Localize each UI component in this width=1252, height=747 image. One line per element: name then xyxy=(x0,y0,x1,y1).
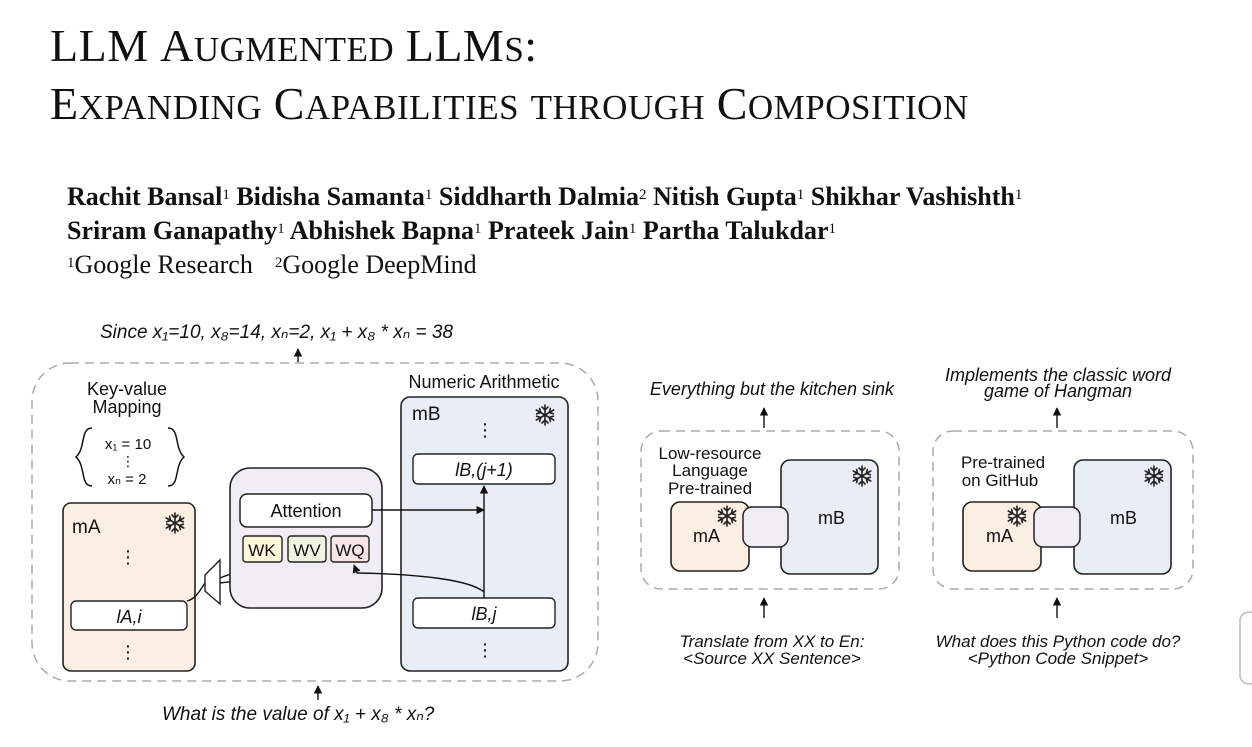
left-question-answer: Since x₁=10, x₈=14, xₙ=2, x₁ + x₈ * xₙ =… xyxy=(100,322,453,343)
author-name: Bidisha Samanta xyxy=(236,182,425,211)
right-connector xyxy=(1033,506,1081,548)
wk-label: WK xyxy=(248,541,276,560)
affiliation-mark: 1 xyxy=(67,255,75,271)
right-brace xyxy=(167,427,186,487)
middle-input-1: Translate from XX to En: xyxy=(680,632,865,651)
affiliation-mark: 1 xyxy=(424,187,433,203)
middle-input-2: <Source XX Sentence> xyxy=(683,649,861,668)
middle-output: Everything but the kitchen sink xyxy=(650,379,895,399)
projection-block xyxy=(204,558,221,606)
right-output-2: game of Hangman xyxy=(984,381,1132,401)
left-question: What is the value of x₁ + x₈ * xₙ? xyxy=(162,704,435,725)
right-label-1: Pre-trained xyxy=(961,453,1045,472)
affiliation-mark: 1 xyxy=(222,187,230,203)
right-panel-border xyxy=(932,430,1194,590)
affiliation-mark: 1 xyxy=(277,221,285,237)
author-name: Siddharth Dalmia xyxy=(438,182,639,211)
paper-title-line-2: EXPANDING CAPABILITIES THROUGH COMPOSITI… xyxy=(50,78,969,129)
author-list-line-2: Sriram Ganapathy1 Abhishek Bapna1 Pratee… xyxy=(67,215,836,247)
author-name: Sriram Ganapathy xyxy=(67,216,278,245)
right-label-2: on GitHub xyxy=(962,471,1039,490)
right-input-2: <Python Code Snippet> xyxy=(968,649,1149,668)
middle-label-1: Low-resource xyxy=(659,444,762,463)
middle-label-3: Pre-trained xyxy=(668,479,752,498)
affiliation-mark: 1 xyxy=(796,187,805,203)
author-name: Partha Talukdar xyxy=(642,216,829,245)
numeric-arithmetic-title: Numeric Arithmetic xyxy=(408,372,559,392)
middle-model-b-label: mB xyxy=(818,508,845,528)
affiliation-mark: 1 xyxy=(1014,187,1023,203)
edge-artifact xyxy=(1239,611,1252,685)
model-b-layer-top-label: lB,(j+1) xyxy=(455,460,513,480)
attention-label: Attention xyxy=(270,501,341,521)
model-a-layer xyxy=(70,600,188,631)
right-input-1: What does this Python code do? xyxy=(936,632,1181,651)
dots: ⋮ xyxy=(119,642,137,662)
model-b-label: mB xyxy=(412,404,441,425)
author-name: Abhishek Bapna xyxy=(289,216,475,245)
kv-line-2: xₙ = 2 xyxy=(108,471,147,488)
affiliation-mark: 1 xyxy=(474,221,482,237)
wv-box xyxy=(287,535,327,563)
model-a-label: mA xyxy=(72,517,101,538)
wq-label: WQ xyxy=(335,541,364,560)
wv-label: WV xyxy=(293,541,321,560)
left-panel-border xyxy=(31,362,599,682)
kv-line-1: x₁ = 10 xyxy=(105,436,151,453)
affiliation-mark: 1 xyxy=(828,221,837,237)
dots: ⋮ xyxy=(476,640,494,660)
affiliation-mark: 2 xyxy=(274,255,283,271)
affiliations: 1Google Research 2Google DeepMind xyxy=(67,249,477,281)
wq-box xyxy=(330,535,370,563)
affiliation-name: Google Research xyxy=(74,250,253,279)
right-model-b-label: mB xyxy=(1110,508,1137,528)
arrow-icon xyxy=(186,582,206,602)
kv-title-line-2: Mapping xyxy=(92,397,161,417)
right-model-a-label: mA xyxy=(986,526,1013,546)
author-name: Nitish Gupta xyxy=(653,182,797,211)
right-output-1: Implements the classic word xyxy=(945,365,1172,385)
paper-title-line-1: LLM AUGMENTED LLMS: xyxy=(50,20,538,71)
kv-title-line-1: Key-value xyxy=(87,379,167,399)
dots: ⋮ xyxy=(476,420,494,440)
affiliation-name: Google DeepMind xyxy=(282,250,477,279)
wk-box xyxy=(242,535,283,563)
author-name: Shikhar Vashishth xyxy=(810,182,1015,211)
dots: ⋮ xyxy=(119,547,137,567)
model-a-layer-label: lA,i xyxy=(116,607,142,627)
kv-dots: ⋮ xyxy=(121,453,135,469)
affiliation-mark: 1 xyxy=(628,221,637,237)
middle-model-a-label: mA xyxy=(693,526,720,546)
author-name: Rachit Bansal xyxy=(67,182,223,211)
middle-label-2: Language xyxy=(672,461,748,480)
arrow-icon xyxy=(352,564,485,593)
author-name: Prateek Jain xyxy=(488,216,629,245)
model-b-layer-bottom-label: lB,j xyxy=(471,604,497,624)
middle-connector xyxy=(742,506,789,548)
author-list-line-1: Rachit Bansal1 Bidisha Samanta1 Siddhart… xyxy=(67,181,1022,213)
model-b-layer-top xyxy=(412,453,556,485)
affiliation-mark: 2 xyxy=(639,187,647,203)
left-brace xyxy=(74,427,93,487)
middle-panel-border xyxy=(640,430,900,590)
